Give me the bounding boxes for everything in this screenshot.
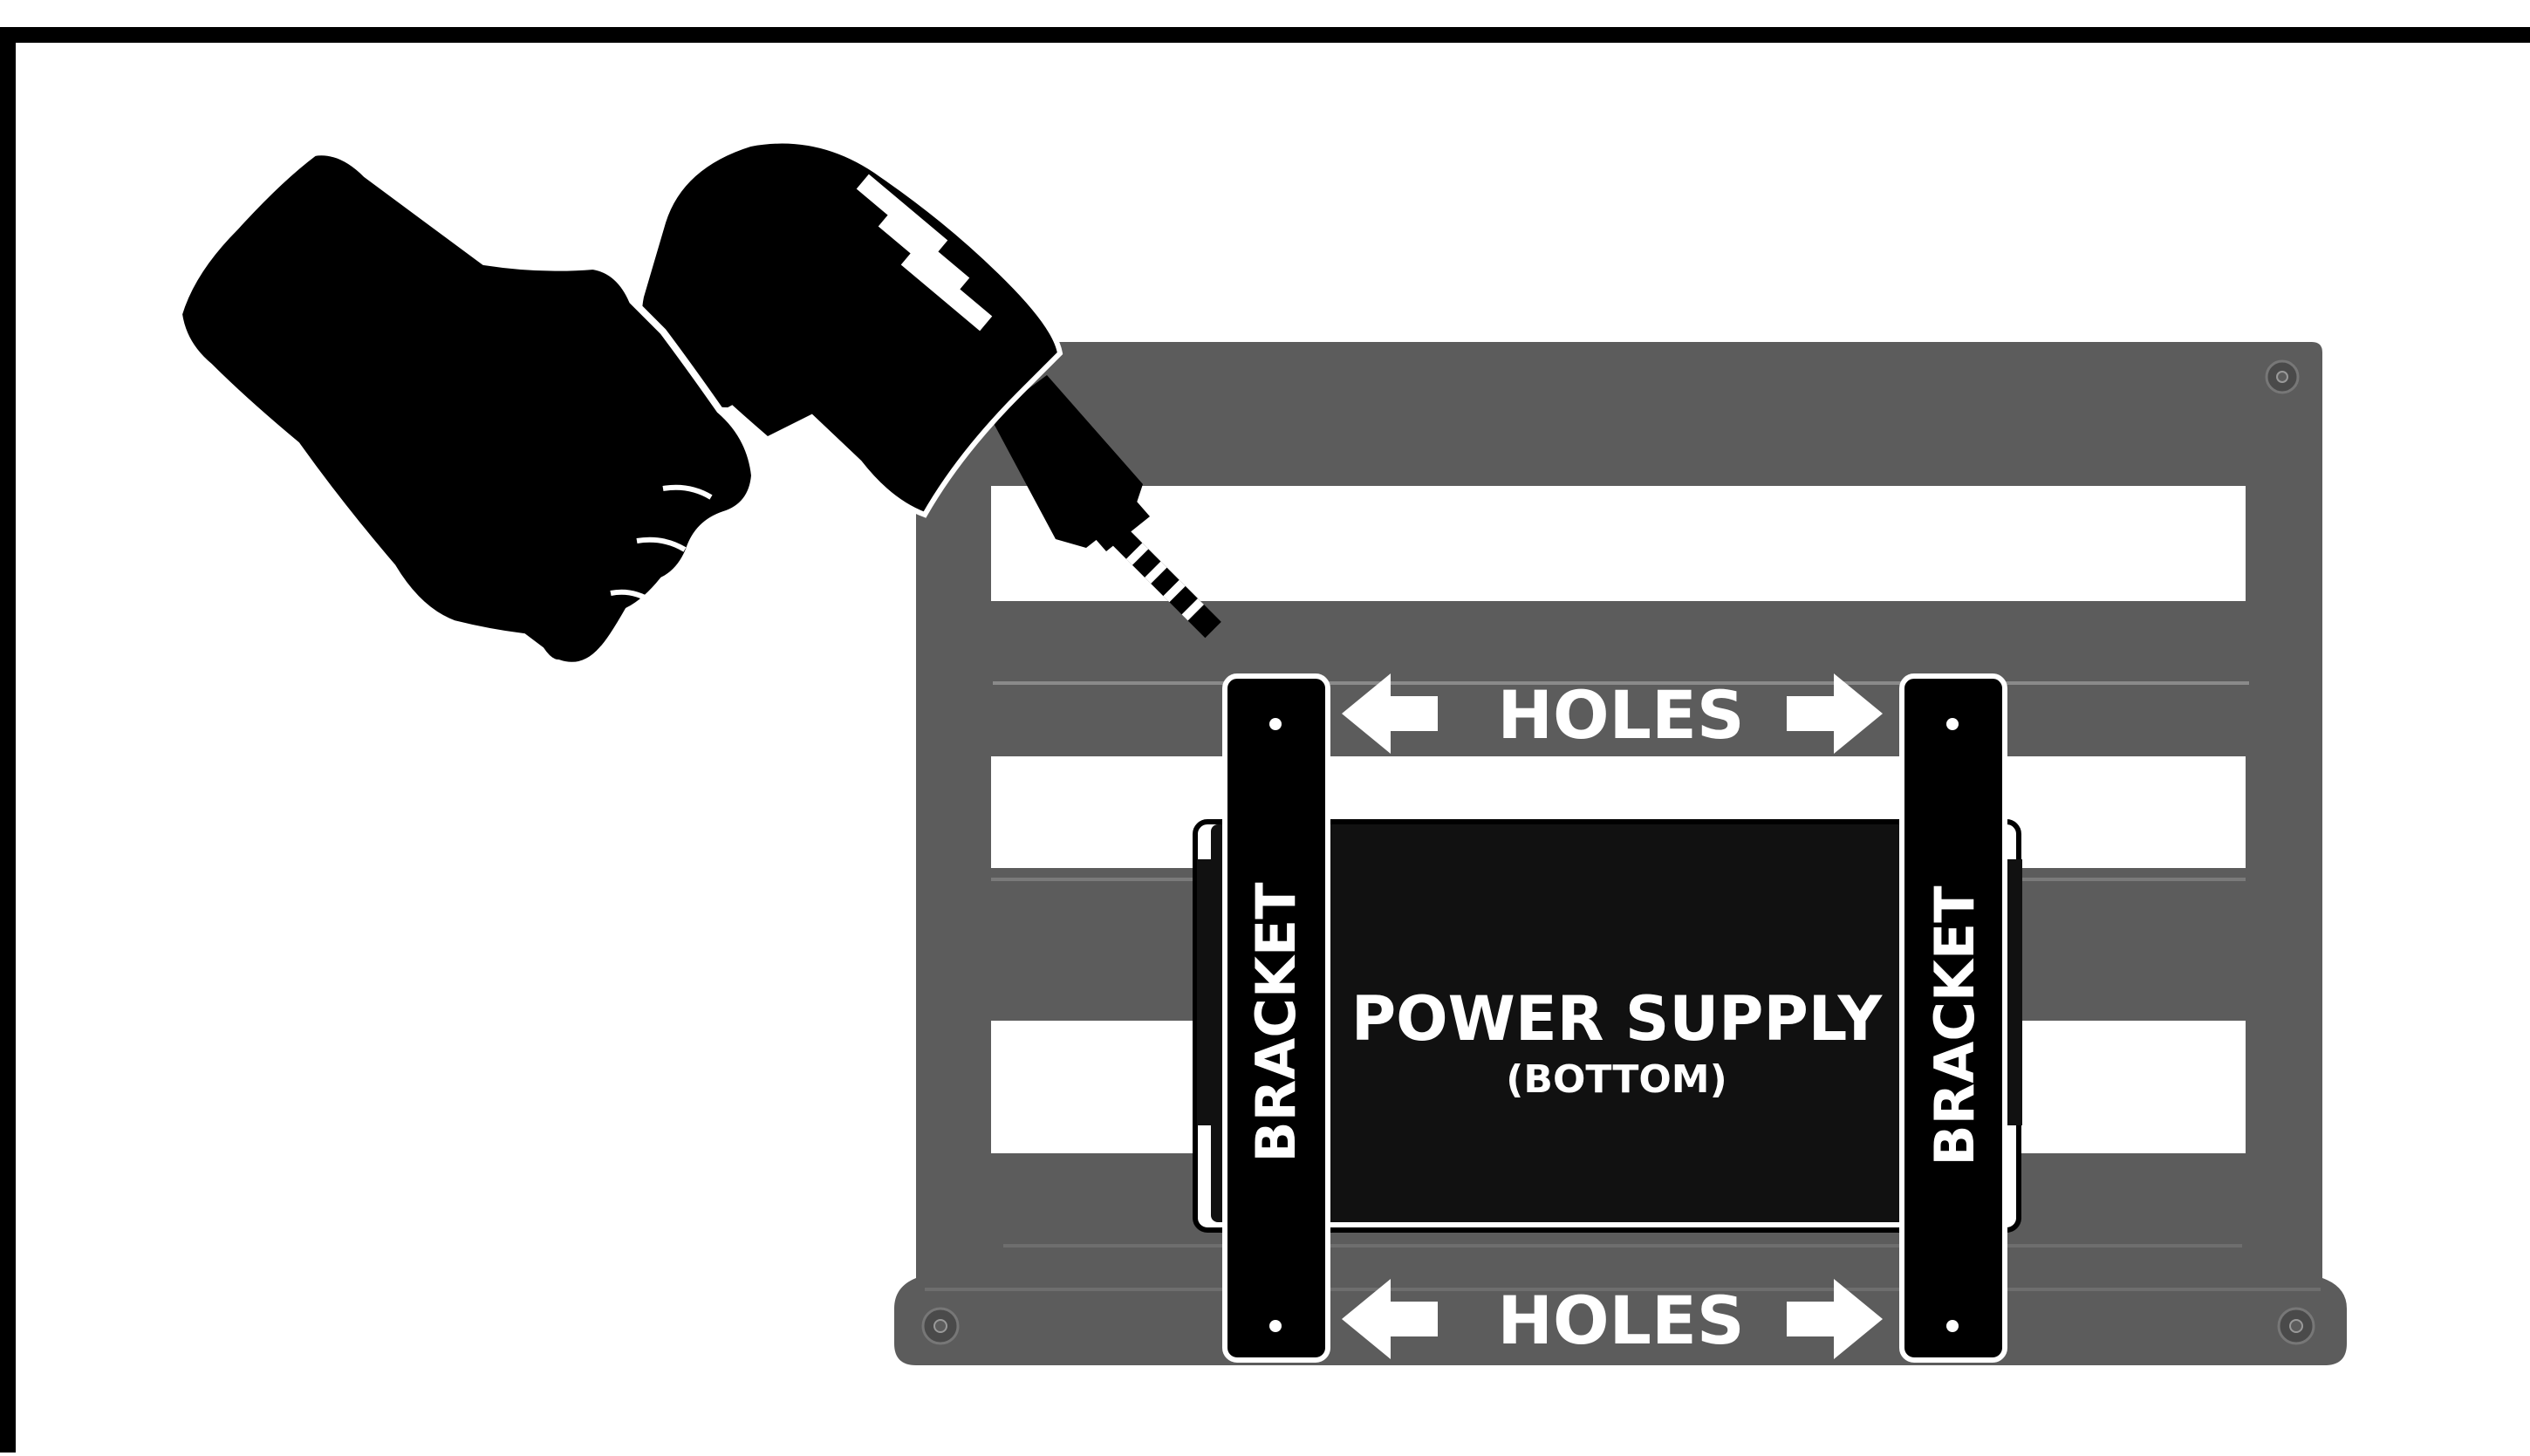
power-supply-sublabel: (BOTTOM)	[1506, 1057, 1727, 1102]
holes-top-label: HOLES	[1497, 676, 1744, 754]
drill-grip-stripes	[856, 174, 993, 332]
bracket-left: BRACKET	[1222, 673, 1330, 1363]
bracket-hole	[1269, 1320, 1282, 1332]
screw	[921, 1307, 960, 1345]
screw	[2277, 1307, 2315, 1345]
power-supply: POWER SUPPLY (BOTTOM)	[1193, 819, 2022, 1233]
bracket-hole	[1946, 718, 1959, 730]
arrow-right-icon	[1787, 1279, 1883, 1359]
drill-chuck	[990, 375, 1143, 548]
arrow-right-icon	[1787, 673, 1883, 754]
bracket-hole	[1269, 718, 1282, 730]
bracket-left-label: BRACKET	[1244, 882, 1308, 1162]
finger-line	[636, 537, 687, 552]
bracket-hole	[1946, 1320, 1959, 1332]
screw	[2265, 359, 2300, 394]
frame-border	[0, 27, 2530, 1456]
power-supply-body	[1211, 824, 2007, 1222]
bracket-right: BRACKET	[1899, 673, 2007, 1363]
arrow-left-icon	[1342, 673, 1438, 754]
bracket-right-body	[1899, 673, 2007, 1363]
arrow-left-icon	[1342, 1279, 1438, 1359]
hand-shape	[174, 148, 759, 669]
holes-bottom: HOLES	[1342, 1279, 1883, 1359]
holes-top: HOLES	[1342, 673, 1883, 754]
finger-line	[610, 589, 654, 605]
drill-bit	[1112, 529, 1221, 639]
power-supply-label: POWER SUPPLY	[1351, 983, 1884, 1055]
bracket-right-label: BRACKET	[1923, 885, 1986, 1165]
hand-icon	[174, 148, 759, 669]
bracket-left-body	[1222, 673, 1330, 1363]
drill-chuck-tip	[1082, 489, 1150, 551]
holes-bottom-label: HOLES	[1497, 1282, 1744, 1359]
finger-line	[662, 484, 713, 500]
pedalboard-slot	[991, 486, 2246, 601]
drill-handle	[641, 297, 820, 436]
